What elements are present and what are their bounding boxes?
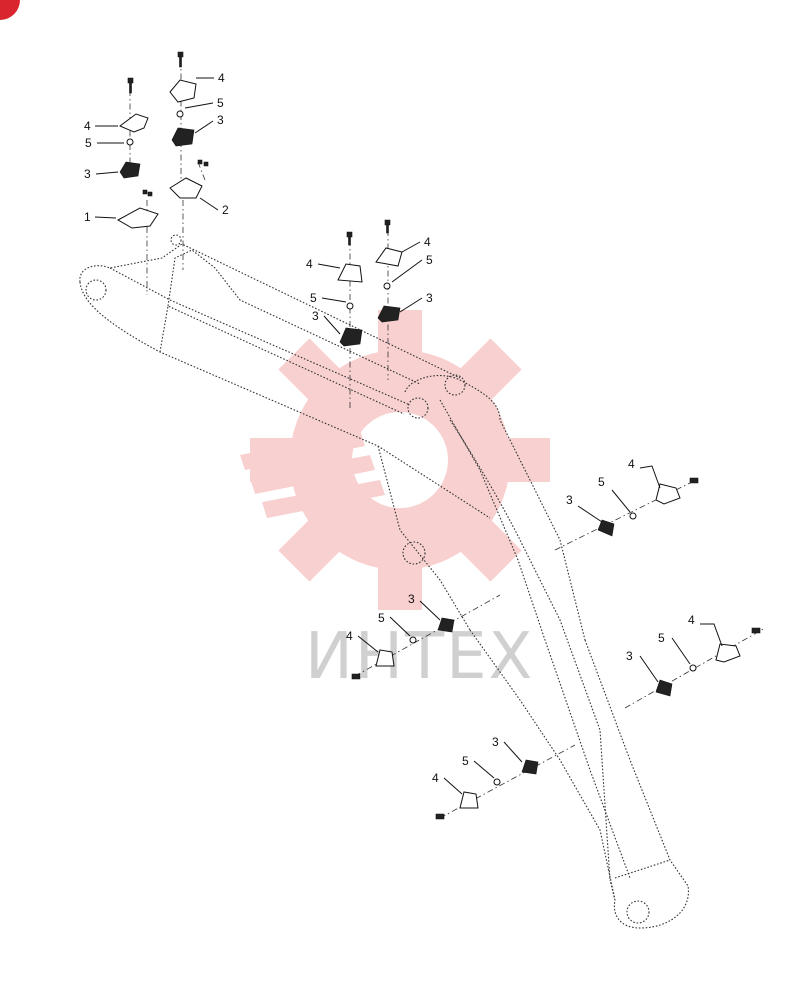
callout-label: 5 <box>217 96 224 110</box>
callout-label: 3 <box>408 592 415 606</box>
washer-icon <box>493 778 501 786</box>
callout-label: 5 <box>310 291 317 305</box>
callout-label: 4 <box>306 257 313 271</box>
washer-icon <box>689 664 697 672</box>
bolt-icon <box>351 673 361 680</box>
clamp-stack-right-upper <box>597 477 699 537</box>
callout-label: 5 <box>85 136 92 150</box>
bracket-icon <box>169 79 197 103</box>
clamp-block-icon <box>597 519 615 537</box>
clamp-stack-right-lower <box>655 627 761 697</box>
callout-label: 3 <box>84 167 91 181</box>
callout-label: 4 <box>688 613 695 627</box>
callout-label: 3 <box>217 113 224 127</box>
bolt-icon <box>689 477 699 484</box>
bracket-icon <box>169 177 203 199</box>
bracket-icon <box>119 113 149 133</box>
bolt-icon <box>197 159 209 167</box>
callout-label: 3 <box>426 291 433 305</box>
bracket-icon <box>375 247 403 267</box>
clamp-block-icon <box>171 127 195 147</box>
bracket-icon <box>116 207 159 229</box>
bolt-icon <box>751 627 761 634</box>
clamp-stack-middle-left <box>337 231 363 347</box>
bolt-icon <box>177 51 184 68</box>
callout-label: 4 <box>628 457 635 471</box>
callout-label: 5 <box>658 631 665 645</box>
washer-icon <box>409 636 417 644</box>
clamp-stack-middle-right <box>375 219 403 323</box>
callout-label: 4 <box>84 119 91 133</box>
clamp-block-icon <box>377 305 401 323</box>
callout-label: 5 <box>598 475 605 489</box>
bolt-icon <box>346 231 353 246</box>
callout-label: 4 <box>424 235 431 249</box>
clamp-stack-top-left <box>116 77 159 229</box>
bolt-icon <box>127 77 134 94</box>
callout-leaders <box>94 77 723 795</box>
washer-icon <box>126 138 134 146</box>
boom-outline <box>79 234 689 929</box>
watermark-gear-icon <box>240 310 550 610</box>
washer-icon <box>383 282 391 290</box>
bracket-icon <box>459 791 479 809</box>
callout-label: 3 <box>492 735 499 749</box>
clamp-block-icon <box>339 327 363 347</box>
callout-label: 4 <box>346 629 353 643</box>
callout-label: 3 <box>566 493 573 507</box>
bolt-icon <box>384 219 391 234</box>
bolt-icon <box>435 813 445 820</box>
callout-label: 5 <box>426 253 433 267</box>
bracket-icon <box>715 643 741 663</box>
callout-label: 2 <box>222 203 229 217</box>
clamp-stack-top-center <box>169 51 209 199</box>
washer-icon <box>346 302 354 310</box>
bolt-icon <box>142 189 153 197</box>
bracket-icon <box>375 649 395 667</box>
clamp-stack-left-lower <box>435 759 539 820</box>
callout-label: 5 <box>378 611 385 625</box>
clamp-block-icon <box>521 759 539 775</box>
callout-label: 3 <box>312 309 319 323</box>
callout-label: 3 <box>626 649 633 663</box>
washer-icon <box>176 110 184 118</box>
callout-label: 4 <box>432 771 439 785</box>
callout-label: 1 <box>84 210 91 224</box>
corner-badge <box>0 0 20 20</box>
watermark-text: ИНТЕХ <box>305 620 534 694</box>
clamp-block-icon <box>655 679 673 697</box>
clamp-stack-left-middle <box>351 617 455 680</box>
clamp-block-icon <box>437 617 455 633</box>
callout-numbers: 4 5 3 1 4 5 3 2 4 5 3 4 5 3 4 5 3 5 3 4 … <box>84 71 695 785</box>
callout-label: 5 <box>462 754 469 768</box>
clamp-block-icon <box>119 161 141 179</box>
bracket-icon <box>337 263 363 283</box>
callout-label: 4 <box>218 71 225 85</box>
washer-icon <box>629 512 637 520</box>
